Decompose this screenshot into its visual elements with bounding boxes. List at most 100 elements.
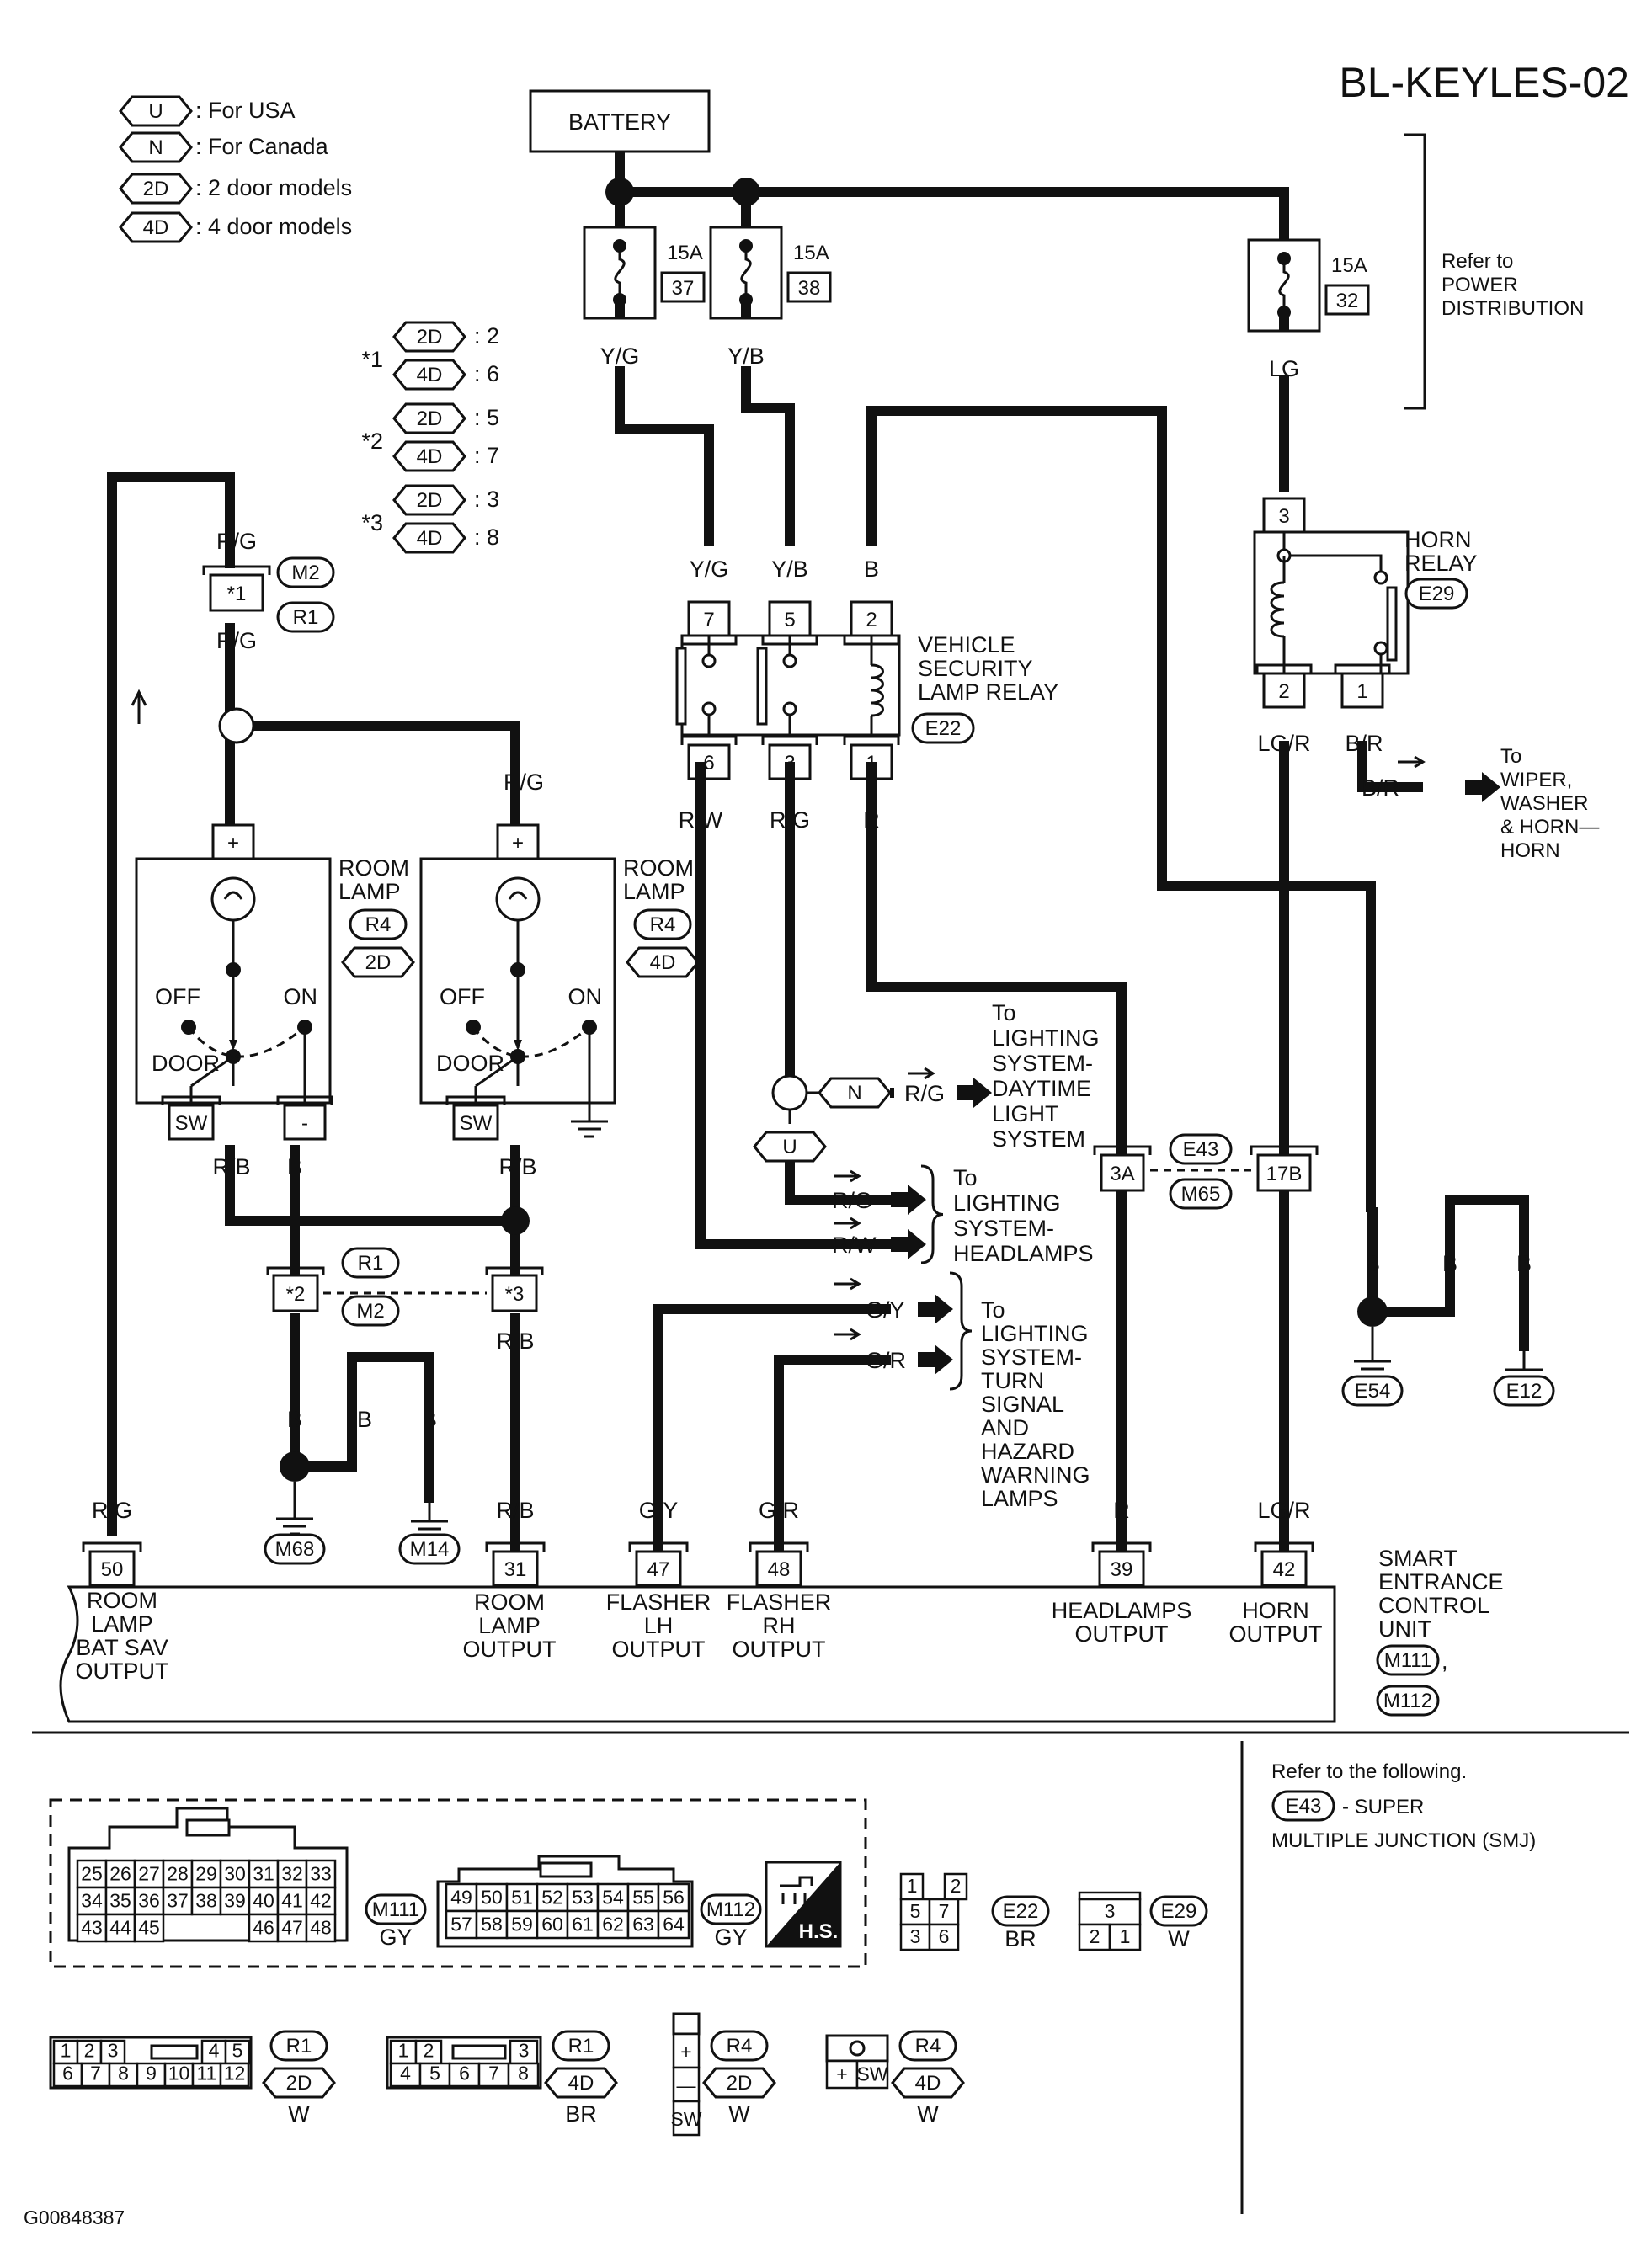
splice-rg-open bbox=[218, 707, 255, 744]
relay-contact-point bbox=[782, 701, 797, 716]
r1-2d-connector-id-outline bbox=[269, 2030, 328, 2062]
star-note-mark: *1 bbox=[361, 347, 383, 372]
connector-cavity-number: 37 bbox=[167, 1889, 189, 1911]
ground-wire-color: B bbox=[1442, 1251, 1457, 1276]
ground-wire-color: B bbox=[1365, 1251, 1380, 1276]
connector-cavity bbox=[1078, 1898, 1142, 1926]
star-notes: *12D: 24D: 6*22D: 54D: 7*32D: 34D: 8 bbox=[361, 321, 499, 554]
horn-dest-wire-color: B/R bbox=[1362, 775, 1399, 801]
legend-code-2d: 2D bbox=[143, 178, 169, 200]
wire-rg-bat-sav bbox=[107, 472, 235, 1536]
ground-m14-symbol bbox=[411, 1503, 448, 1538]
r1-4d-variant-tag-outline bbox=[544, 2067, 618, 2099]
connector-cavity-number: 30 bbox=[224, 1862, 246, 1884]
connector-cavity bbox=[657, 1909, 690, 1940]
r1-4d-connector-id-outline bbox=[552, 2030, 610, 2062]
r1-2d-latch bbox=[150, 2044, 199, 2060]
r4-4d-face: +SW bbox=[825, 2059, 889, 2090]
connector-cavity bbox=[1108, 1923, 1142, 1951]
r1-4d-color-code: BR bbox=[565, 2101, 597, 2127]
headlamp-wire-color: R/W bbox=[832, 1232, 877, 1258]
unit-terminal-label: OUTPUT bbox=[463, 1637, 557, 1662]
relay-top-pin: 5 bbox=[784, 609, 795, 631]
unit-connector-id-outline bbox=[1376, 1685, 1440, 1717]
unit-terminal-label: OUTPUT bbox=[733, 1637, 826, 1662]
unit-terminal-cap bbox=[82, 1541, 142, 1552]
r1-4d-shell bbox=[386, 2036, 542, 2090]
connector-cavity bbox=[672, 2100, 701, 2137]
junction-pin-b: *3 bbox=[505, 1283, 525, 1306]
lamp-variant-tag: 4D bbox=[650, 951, 676, 974]
connector-cavity bbox=[190, 1886, 222, 1916]
lamp-plus-terminal: + bbox=[227, 832, 239, 854]
smj-pin-box-b bbox=[1256, 1153, 1312, 1192]
m112-shell bbox=[436, 1855, 694, 1948]
lamp-bulb bbox=[495, 876, 541, 922]
lamp-off-label: OFF bbox=[155, 984, 200, 1009]
connector-cavity-number: 64 bbox=[663, 1913, 685, 1935]
connector-cavity-number: 34 bbox=[81, 1889, 103, 1911]
unit-wire-color: G/Y bbox=[639, 1498, 679, 1523]
fuse-rating: 15A bbox=[1331, 254, 1367, 277]
e22-connector-id: E22 bbox=[1003, 1900, 1039, 1923]
horn-signal-arrow bbox=[1398, 755, 1426, 769]
daytime-text: To bbox=[992, 1000, 1016, 1025]
connector-cavity-number: 33 bbox=[310, 1862, 332, 1884]
unit-terminal: 50 bbox=[101, 1558, 124, 1581]
r1-2d-connector-id: R1 bbox=[286, 2035, 312, 2058]
smj-connector-b-outline bbox=[1169, 1178, 1233, 1210]
connector-cavity-number: + bbox=[680, 2041, 691, 2063]
r1-2d-variant-tag-outline bbox=[262, 2067, 336, 2099]
fuse-wire-color: Y/B bbox=[727, 343, 765, 369]
smj-pin-b: 17B bbox=[1266, 1163, 1303, 1185]
daytime-arrow bbox=[957, 1078, 992, 1108]
relay-bottom-pin: 6 bbox=[703, 752, 714, 775]
wire-y-b bbox=[741, 366, 795, 546]
fuse-number-box bbox=[786, 271, 832, 303]
connector-cavity-number: 32 bbox=[281, 1862, 303, 1884]
daytime-text: SYSTEM- bbox=[992, 1051, 1093, 1076]
left-wire-color-top: R/G bbox=[216, 529, 257, 554]
unit-terminal: 42 bbox=[1273, 1558, 1296, 1581]
lamp-label: LAMP bbox=[623, 879, 685, 904]
horn-relay-pin: 2 bbox=[1278, 680, 1289, 703]
horn-relay-label: RELAY bbox=[1404, 551, 1478, 576]
r4-2d-connector-id-outline bbox=[710, 2030, 769, 2062]
fuse-element bbox=[614, 246, 626, 300]
lamp-variant-tag-outline bbox=[341, 946, 415, 978]
unit-terminal-label: BAT SAV bbox=[76, 1635, 168, 1660]
ground-wire-color: B bbox=[422, 1407, 437, 1432]
lamp-minus-terminal-box bbox=[283, 1104, 327, 1141]
lamp-minus-terminal: - bbox=[301, 1112, 308, 1135]
connector-cavity bbox=[475, 1909, 509, 1940]
relay-coil bbox=[871, 663, 884, 717]
connector-cavity-number: 38 bbox=[195, 1889, 217, 1911]
connector-cavity-number: 28 bbox=[167, 1862, 189, 1884]
ground-id-m68-outline bbox=[264, 1533, 326, 1565]
connector-cavity-number: 4 bbox=[400, 2063, 411, 2084]
lamp-sw-terminal: SW bbox=[175, 1112, 208, 1135]
star-note-value: : 6 bbox=[474, 361, 499, 386]
r4-4d-bulb-socket bbox=[849, 2040, 866, 2057]
connector-cavity bbox=[505, 1909, 539, 1940]
headlamp-text: LIGHTING bbox=[953, 1190, 1061, 1216]
connector-cavity bbox=[509, 2039, 539, 2065]
horn-dest-text: WIPER, bbox=[1500, 769, 1572, 791]
horn-dest-arrow bbox=[1465, 772, 1500, 802]
turn-signal-arrow bbox=[834, 1328, 861, 1341]
connector-cavity bbox=[219, 1886, 251, 1916]
connector-cavity-number: 39 bbox=[224, 1889, 246, 1911]
connector-cavity bbox=[104, 1859, 136, 1889]
page-title: BL-KEYLES-02 bbox=[1339, 59, 1629, 106]
r4-4d-color-code: W bbox=[917, 2101, 939, 2127]
refer-note-line: - SUPER bbox=[1342, 1796, 1424, 1818]
junction-connector-a-outline bbox=[341, 1247, 400, 1279]
connector-cavity bbox=[505, 1882, 539, 1913]
unit-label: CONTROL bbox=[1378, 1593, 1489, 1618]
daytime-signal-arrow bbox=[908, 1067, 935, 1080]
relay-switch-blade bbox=[756, 647, 768, 726]
relay-bottom-pin-cap bbox=[680, 735, 738, 745]
